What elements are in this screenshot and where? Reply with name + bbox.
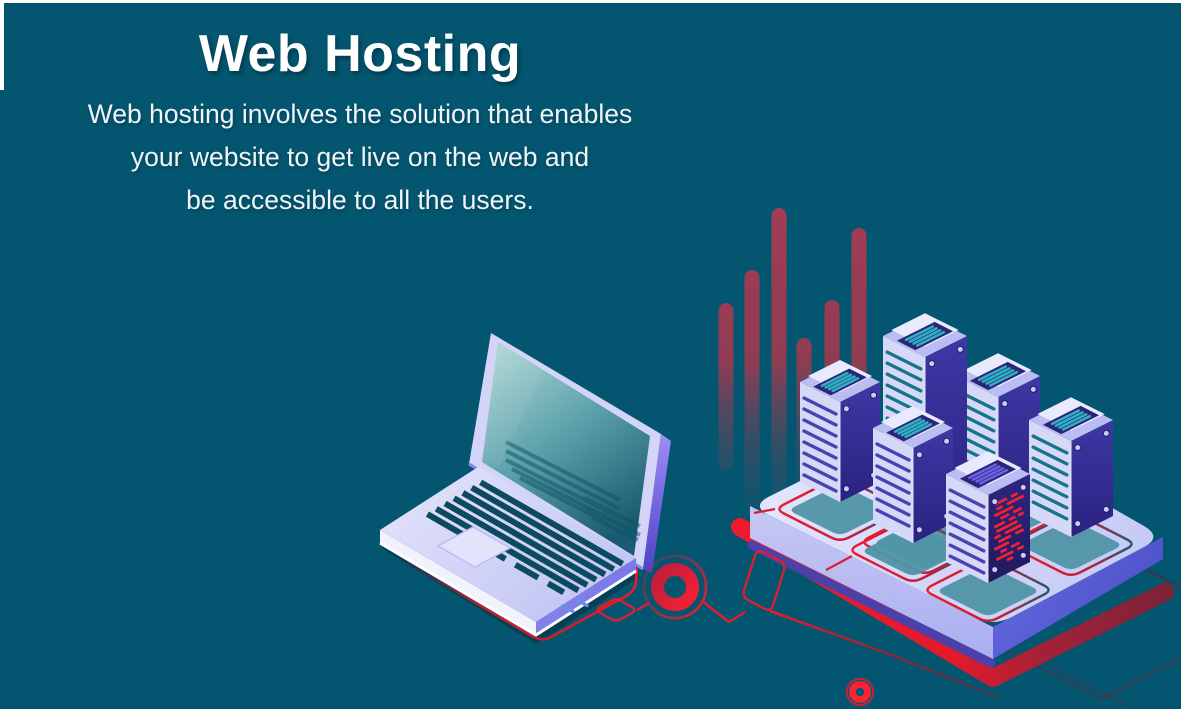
platform-side-left: [750, 506, 993, 659]
screw-icon: [1074, 520, 1082, 528]
circuit-nodes: [596, 549, 874, 706]
server-pad: [1022, 520, 1120, 570]
screw-icon: [1001, 400, 1009, 408]
screw-icon: [991, 498, 999, 506]
hero-text-block: Web Hosting Web hosting involves the sol…: [28, 22, 692, 222]
circuit-traces-laptop: [381, 542, 640, 644]
circuit-node-rect: [742, 549, 786, 612]
screen-reflections: [505, 440, 641, 542]
page-title: Web Hosting: [198, 25, 522, 83]
screw-icon: [1102, 505, 1110, 513]
server-tower: [873, 406, 953, 543]
circuit-node-outer-ring: [642, 554, 708, 620]
page-subtitle: Web hosting involves the solution that e…: [28, 93, 692, 222]
screw-icon: [870, 391, 878, 399]
circuit-node-small-dot: [849, 681, 871, 703]
equalizer-bar: [718, 303, 734, 470]
vent-icon: [959, 459, 1017, 489]
server-tower: [800, 360, 880, 502]
screw-icon: [943, 437, 951, 445]
laptop-ports: [561, 598, 589, 614]
laptop-shadow: [381, 542, 640, 644]
circuit-node-donut: [651, 563, 699, 611]
circuit-connector-left: [636, 601, 650, 612]
circuit-trace-diagonal: [769, 609, 1001, 700]
circuit-echo-1: [1139, 564, 1181, 590]
circuit-node-small-ring: [846, 678, 874, 706]
screw-icon: [928, 360, 936, 368]
circuit-trace-a: [395, 554, 639, 641]
vent-icon: [896, 321, 954, 351]
server-tower: [1029, 397, 1113, 537]
circuit-node-square: [596, 598, 636, 622]
server-pad: [864, 526, 962, 576]
laptop: [379, 333, 671, 637]
platform-side-right: [993, 537, 1163, 659]
subtitle-line-2: your website to get live on the web and: [130, 142, 590, 172]
laptop-touchpad: [436, 526, 512, 568]
laptop-deck-side-left: [380, 530, 536, 635]
screw-icon: [1019, 483, 1027, 491]
vent-icon: [1042, 405, 1100, 435]
frame-top-border: [0, 0, 1181, 3]
laptop-bottom-rim: [379, 541, 637, 637]
pad-connector-line: [825, 555, 853, 571]
subtitle-line-3: be accessible to all the users.: [186, 185, 534, 215]
vent-icon: [886, 414, 940, 442]
screw-icon: [842, 405, 850, 413]
screw-icon: [915, 451, 923, 459]
screw-icon: [956, 345, 964, 353]
equalizer-bar: [771, 208, 787, 558]
equalizer-bar: [744, 270, 760, 516]
server-towers: [800, 313, 1113, 583]
vent-icon: [969, 361, 1027, 391]
screw-icon: [991, 566, 999, 574]
screen-sheen: [482, 342, 544, 466]
screw-icon: [1019, 551, 1027, 559]
laptop-lid-edge: [643, 434, 671, 573]
screw-icon: [1029, 385, 1037, 393]
circuit-echo-3: [1042, 661, 1127, 706]
server-pad: [791, 485, 889, 535]
laptop-deck-side-right: [536, 558, 636, 635]
screw-icon: [915, 526, 923, 534]
server-pad: [939, 566, 1037, 616]
subtitle-line-1: Web hosting involves the solution that e…: [87, 99, 633, 129]
screw-icon: [1102, 429, 1110, 437]
server-tower: [946, 451, 1030, 583]
vent-icon: [813, 368, 867, 396]
pad-connector-line: [753, 507, 776, 515]
platform-purple-underline: [747, 540, 996, 668]
screw-icon: [1074, 444, 1082, 452]
circuit-connector-right: [701, 600, 746, 624]
screw-icon: [842, 485, 850, 493]
frame-left-border: [0, 0, 4, 90]
